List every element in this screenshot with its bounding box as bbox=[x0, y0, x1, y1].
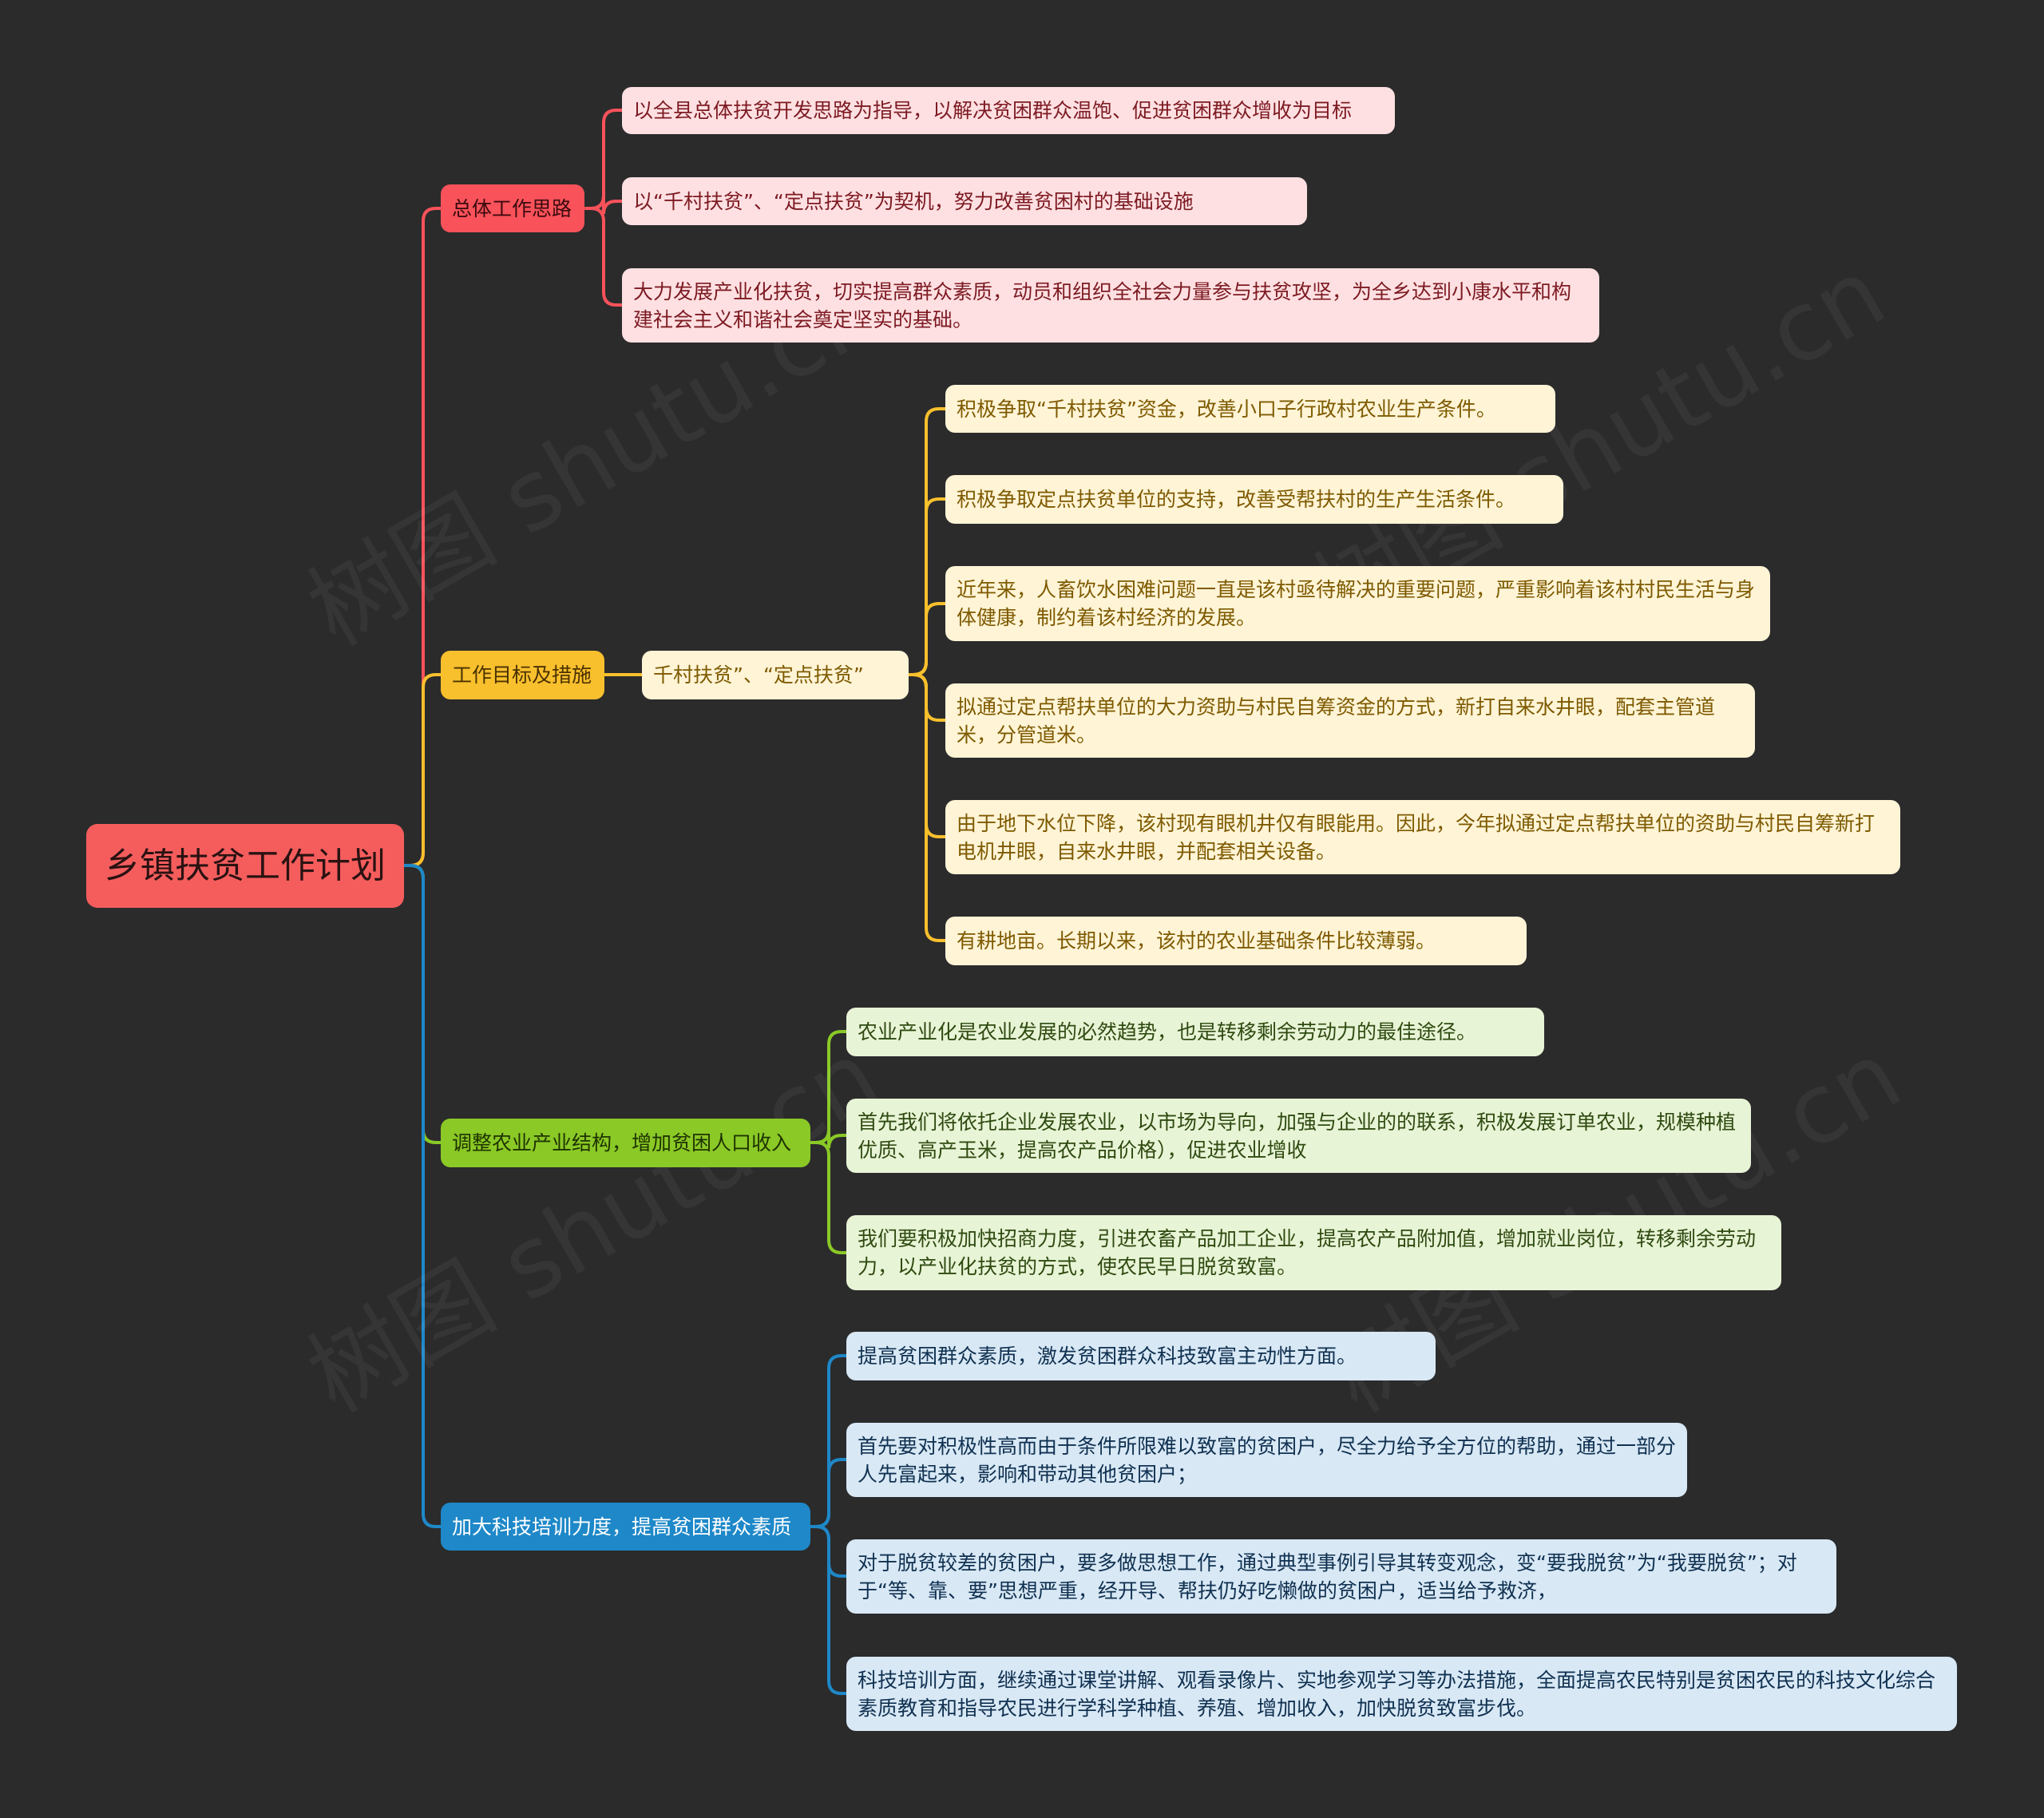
branch-goals-measures[interactable]: 工作目标及措施 bbox=[441, 651, 604, 699]
leaf-topic[interactable]: 科技培训方面，继续通过课堂讲解、观看录像片、实地参观学习等办法措施，全面提高农民… bbox=[846, 1657, 1957, 1731]
leaf-topic[interactable]: 以全县总体扶贫开发思路为指导，以解决贫困群众温饱、促进贫困群众增收为目标 bbox=[622, 87, 1395, 134]
connector-sub-leaf bbox=[907, 673, 947, 942]
branch-agri-restructure[interactable]: 调整农业产业结构，增加贫困人口收入 bbox=[441, 1119, 810, 1167]
connector-branch3-leaf bbox=[809, 1129, 848, 1149]
connector-root-branch2 bbox=[402, 673, 442, 867]
connector-branch3-leaf bbox=[809, 1030, 848, 1144]
connector-branch4-leaf bbox=[809, 1525, 848, 1695]
leaf-topic[interactable]: 大力发展产业化扶贫，切实提高群众素质，动员和组织全社会力量参与扶贫攻坚，为全乡达… bbox=[622, 268, 1599, 343]
leaf-topic[interactable]: 我们要积极加快招商力度，引进农畜产品加工企业，提高农产品附加值，增加就业岗位，转… bbox=[846, 1215, 1781, 1290]
leaf-topic[interactable]: 近年来，人畜饮水困难问题一直是该村亟待解决的重要问题，严重影响着该村村民生活与身… bbox=[945, 566, 1770, 641]
connector-branch3-leaf bbox=[809, 1141, 848, 1254]
root-topic[interactable]: 乡镇扶贫工作计划 bbox=[86, 824, 404, 908]
leaf-topic[interactable]: 由于地下水位下降，该村现有眼机井仅有眼能用。因此，今年拟通过定点帮扶单位的资助与… bbox=[945, 800, 1900, 874]
leaf-topic[interactable]: 以“千村扶贫”、“定点扶贫”为契机，努力改善贫困村的基础设施 bbox=[622, 177, 1307, 225]
leaf-topic[interactable]: 积极争取定点扶贫单位的支持，改善受帮扶村的生产生活条件。 bbox=[945, 475, 1563, 524]
leaf-topic[interactable]: 有耕地亩。长期以来，该村的农业基础条件比较薄弱。 bbox=[945, 917, 1527, 965]
leaf-topic[interactable]: 农业产业化是农业发展的必然趋势，也是转移剩余劳动力的最佳途径。 bbox=[846, 1008, 1544, 1056]
connector-sub-leaf bbox=[907, 602, 947, 676]
leaf-topic[interactable]: 首先我们将依托企业发展农业，以市场为导向，加强与企业的的联系，积极发展订单农业，… bbox=[846, 1099, 1751, 1173]
leaf-topic[interactable]: 首先要对积极性高而由于条件所限难以致富的贫困户，尽全力给予全方位的帮助，通过一部… bbox=[846, 1423, 1687, 1497]
branch-overall-approach[interactable]: 总体工作思路 bbox=[441, 184, 584, 232]
leaf-topic[interactable]: 积极争取“千村扶贫”资金，改善小口子行政村农业生产条件。 bbox=[945, 385, 1555, 433]
connector-branch1-leaf bbox=[583, 109, 624, 210]
leaf-topic[interactable]: 提高贫困群众素质，激发贫困群众科技致富主动性方面。 bbox=[846, 1332, 1436, 1380]
leaf-topic[interactable]: 拟通过定点帮扶单位的大力资助与村民自筹资金的方式，新打自来水井眼，配套主管道米，… bbox=[945, 683, 1755, 758]
connector-branch4-leaf bbox=[809, 1458, 848, 1528]
branch-tech-training[interactable]: 加大科技培训力度，提高贫困群众素质 bbox=[441, 1503, 810, 1551]
leaf-topic[interactable]: 对于脱贫较差的贫困户，要多做思想工作，通过典型事例引导其转变观念，变“要我脱贫”… bbox=[846, 1539, 1836, 1614]
connector-branch1-leaf bbox=[583, 195, 624, 215]
sub-topic[interactable]: 千村扶贫”、“定点扶贫” bbox=[642, 651, 909, 699]
connector-root-branch4 bbox=[402, 864, 442, 1528]
connector-branch1-leaf bbox=[583, 207, 624, 307]
